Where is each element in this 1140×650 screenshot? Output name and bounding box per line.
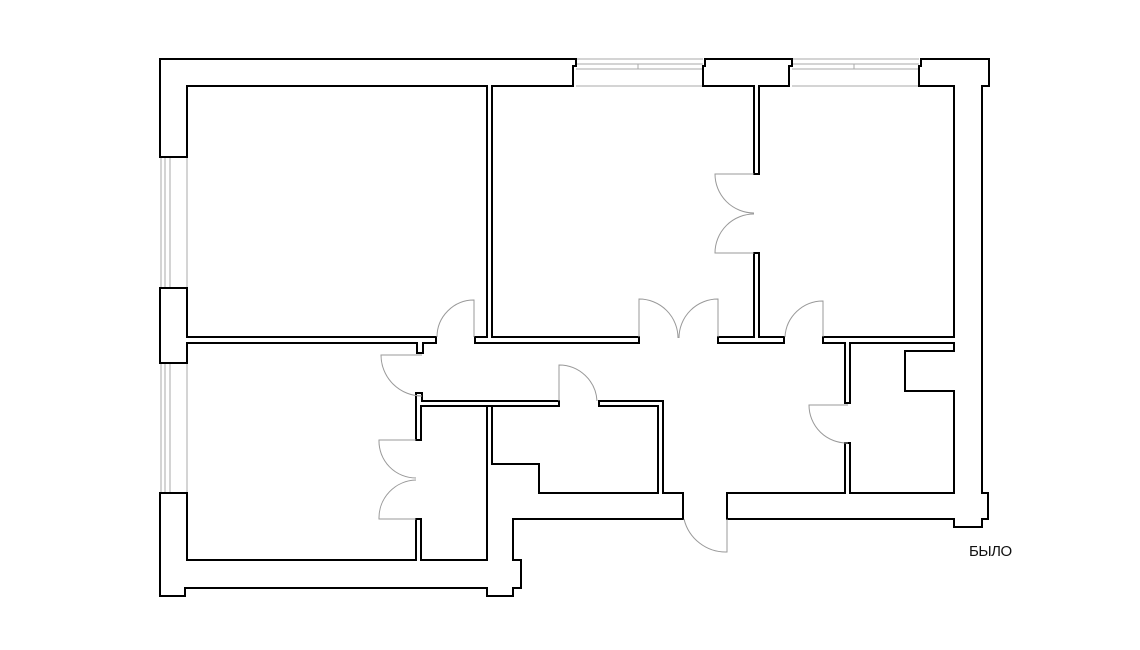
- window-left-lower: [160, 363, 188, 493]
- double-door-room-b[interactable]: [638, 298, 719, 339]
- plan-state-label: БЫЛО: [969, 543, 1012, 560]
- double-door-room-d[interactable]: [378, 439, 417, 520]
- door-room-a[interactable]: [436, 299, 475, 338]
- door-storage[interactable]: [558, 364, 598, 402]
- walls: [159, 58, 990, 597]
- wall-right: [726, 58, 990, 528]
- wall-partition-b-c: [717, 252, 785, 344]
- wall-middle-pier: [702, 58, 793, 175]
- window-left-upper: [160, 157, 188, 288]
- double-door-b-c[interactable]: [714, 173, 755, 254]
- window-top-right: [792, 58, 919, 87]
- door-bathroom[interactable]: [808, 404, 849, 444]
- door-room-c[interactable]: [784, 300, 824, 338]
- doors: [378, 173, 849, 553]
- door-room-d-corridor[interactable]: [380, 354, 423, 397]
- wall-bottom: [159, 400, 684, 597]
- windows: [160, 58, 919, 493]
- wall-top-left: [159, 58, 640, 344]
- door-entrance[interactable]: [683, 518, 728, 553]
- window-top-left: [576, 58, 703, 87]
- wall-left-pier: [159, 287, 437, 364]
